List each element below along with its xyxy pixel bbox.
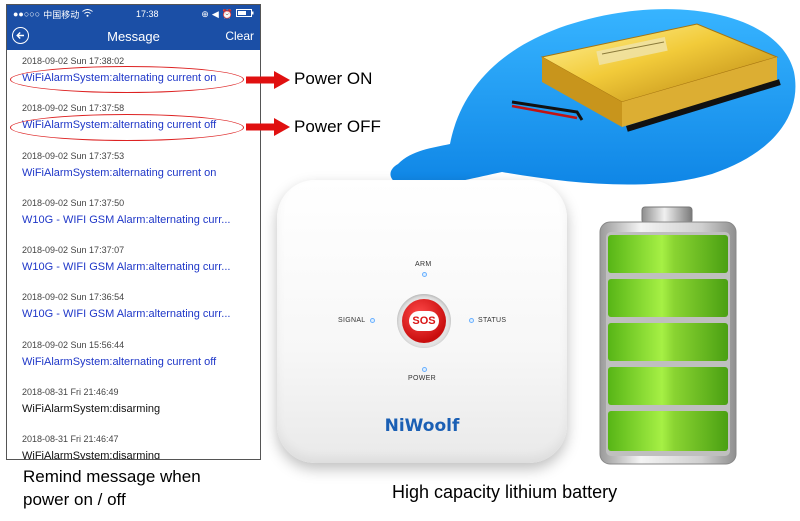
back-button[interactable]: [12, 27, 29, 44]
message-date: 2018-09-02 Sun 17:37:53: [22, 150, 125, 161]
battery-icon: [235, 9, 254, 19]
nav-bar: Message Clear: [7, 23, 260, 50]
sos-label: SOS: [409, 311, 439, 331]
lipo-battery-image: [511, 23, 781, 132]
message-date: 2018-09-02 Sun 17:37:07: [22, 245, 125, 256]
battery-cell: [608, 279, 728, 317]
arrow-right-icon: [246, 118, 290, 136]
battery-cell: [608, 323, 728, 361]
power-led-icon: [422, 367, 427, 372]
speech-cloud-illustration: [390, 9, 796, 185]
caption-left-line1: Remind message when: [23, 467, 201, 486]
message-item[interactable]: 2018-09-02 Sun 17:37:58 WiFiAlarmSystem:…: [7, 97, 260, 144]
message-date: 2018-09-02 Sun 17:37:50: [22, 197, 125, 208]
arm-label: ARM: [415, 261, 432, 268]
message-text: WiFiAlarmSystem:alternating current on: [22, 72, 217, 84]
message-text: WiFiAlarmSystem:alternating current off: [22, 355, 217, 368]
sos-button[interactable]: SOS: [402, 299, 446, 343]
battery-cell: [608, 411, 728, 451]
message-item[interactable]: 2018-09-02 Sun 17:37:53 WiFiAlarmSystem:…: [7, 145, 260, 192]
message-date: 2018-09-02 Sun 17:37:58: [22, 103, 125, 114]
status-label: STATUS: [478, 317, 507, 324]
message-item[interactable]: 2018-09-02 Sun 17:37:07 W10G - WIFI GSM …: [7, 239, 260, 286]
status-led-icon: [469, 318, 474, 323]
message-item[interactable]: 2018-08-31 Fri 21:46:47 WiFiAlarmSystem:…: [7, 428, 260, 460]
lock-rotation-icon: ⊕: [201, 8, 209, 19]
message-item[interactable]: 2018-08-31 Fri 21:46:49 WiFiAlarmSystem:…: [7, 381, 260, 428]
location-icon: ◀: [211, 8, 219, 19]
status-time: 17:38: [135, 9, 159, 19]
message-text: WiFiAlarmSystem:alternating current off: [22, 119, 217, 132]
alarm-device: ARM SIGNAL STATUS SOS POWER NiWoolf: [277, 180, 567, 463]
wifi-icon: [82, 9, 94, 19]
arm-led-icon: [422, 272, 427, 277]
sos-button-ring: SOS: [397, 294, 451, 348]
phone-screenshot: ●●○○○ 中国移动 17:38 ⊕ ◀ ⏰ Message Clear 201…: [6, 4, 261, 460]
alarm-clock-icon: ⏰: [221, 8, 233, 19]
back-arrow-icon: [16, 32, 24, 39]
message-date: 2018-09-02 Sun 17:38:02: [22, 56, 125, 66]
signal-label: SIGNAL: [338, 317, 366, 324]
message-date: 2018-09-02 Sun 15:56:44: [22, 339, 125, 350]
caption-left-line2: power on / off: [23, 490, 126, 509]
message-text: W10G - WIFI GSM Alarm:alternating curr..…: [22, 261, 231, 274]
message-list: 2018-09-02 Sun 17:38:02 WiFiAlarmSystem:…: [7, 50, 260, 460]
carrier-name: 中国移动: [43, 9, 80, 20]
message-text: WiFiAlarmSystem:disarming: [22, 403, 161, 416]
battery-illustration: [599, 206, 737, 465]
clear-button[interactable]: Clear: [225, 29, 254, 43]
signal-dots-icon: ●●○○○: [13, 9, 41, 19]
message-item[interactable]: 2018-09-02 Sun 17:36:54 W10G - WIFI GSM …: [7, 286, 260, 333]
message-item[interactable]: 2018-09-02 Sun 17:38:02 WiFiAlarmSystem:…: [7, 50, 260, 97]
arrow-right-icon: [246, 71, 290, 89]
message-item[interactable]: 2018-09-02 Sun 17:37:50 W10G - WIFI GSM …: [7, 192, 260, 239]
message-item[interactable]: 2018-09-02 Sun 15:56:44 WiFiAlarmSystem:…: [7, 334, 260, 381]
brand-logo: NiWoolf: [384, 416, 460, 436]
message-date: 2018-08-31 Fri 21:46:47: [22, 434, 119, 445]
message-text: WiFiAlarmSystem:disarming: [22, 450, 161, 460]
message-date: 2018-08-31 Fri 21:46:49: [22, 387, 119, 398]
signal-led-icon: [370, 318, 375, 323]
message-text: W10G - WIFI GSM Alarm:alternating curr..…: [22, 308, 231, 321]
status-bar: ●●○○○ 中国移动 17:38 ⊕ ◀ ⏰: [7, 5, 260, 23]
battery-cell: [608, 235, 728, 273]
page-title: Message: [107, 29, 160, 44]
battery-cell: [608, 367, 728, 405]
power-label: POWER: [408, 375, 436, 382]
callout-power-on: Power ON: [294, 69, 373, 88]
caption-right: High capacity lithium battery: [392, 482, 618, 502]
message-date: 2018-09-02 Sun 17:36:54: [22, 292, 125, 303]
callout-power-off: Power OFF: [294, 117, 381, 136]
message-text: W10G - WIFI GSM Alarm:alternating curr..…: [22, 213, 231, 226]
message-text: WiFiAlarmSystem:alternating current on: [22, 166, 217, 179]
